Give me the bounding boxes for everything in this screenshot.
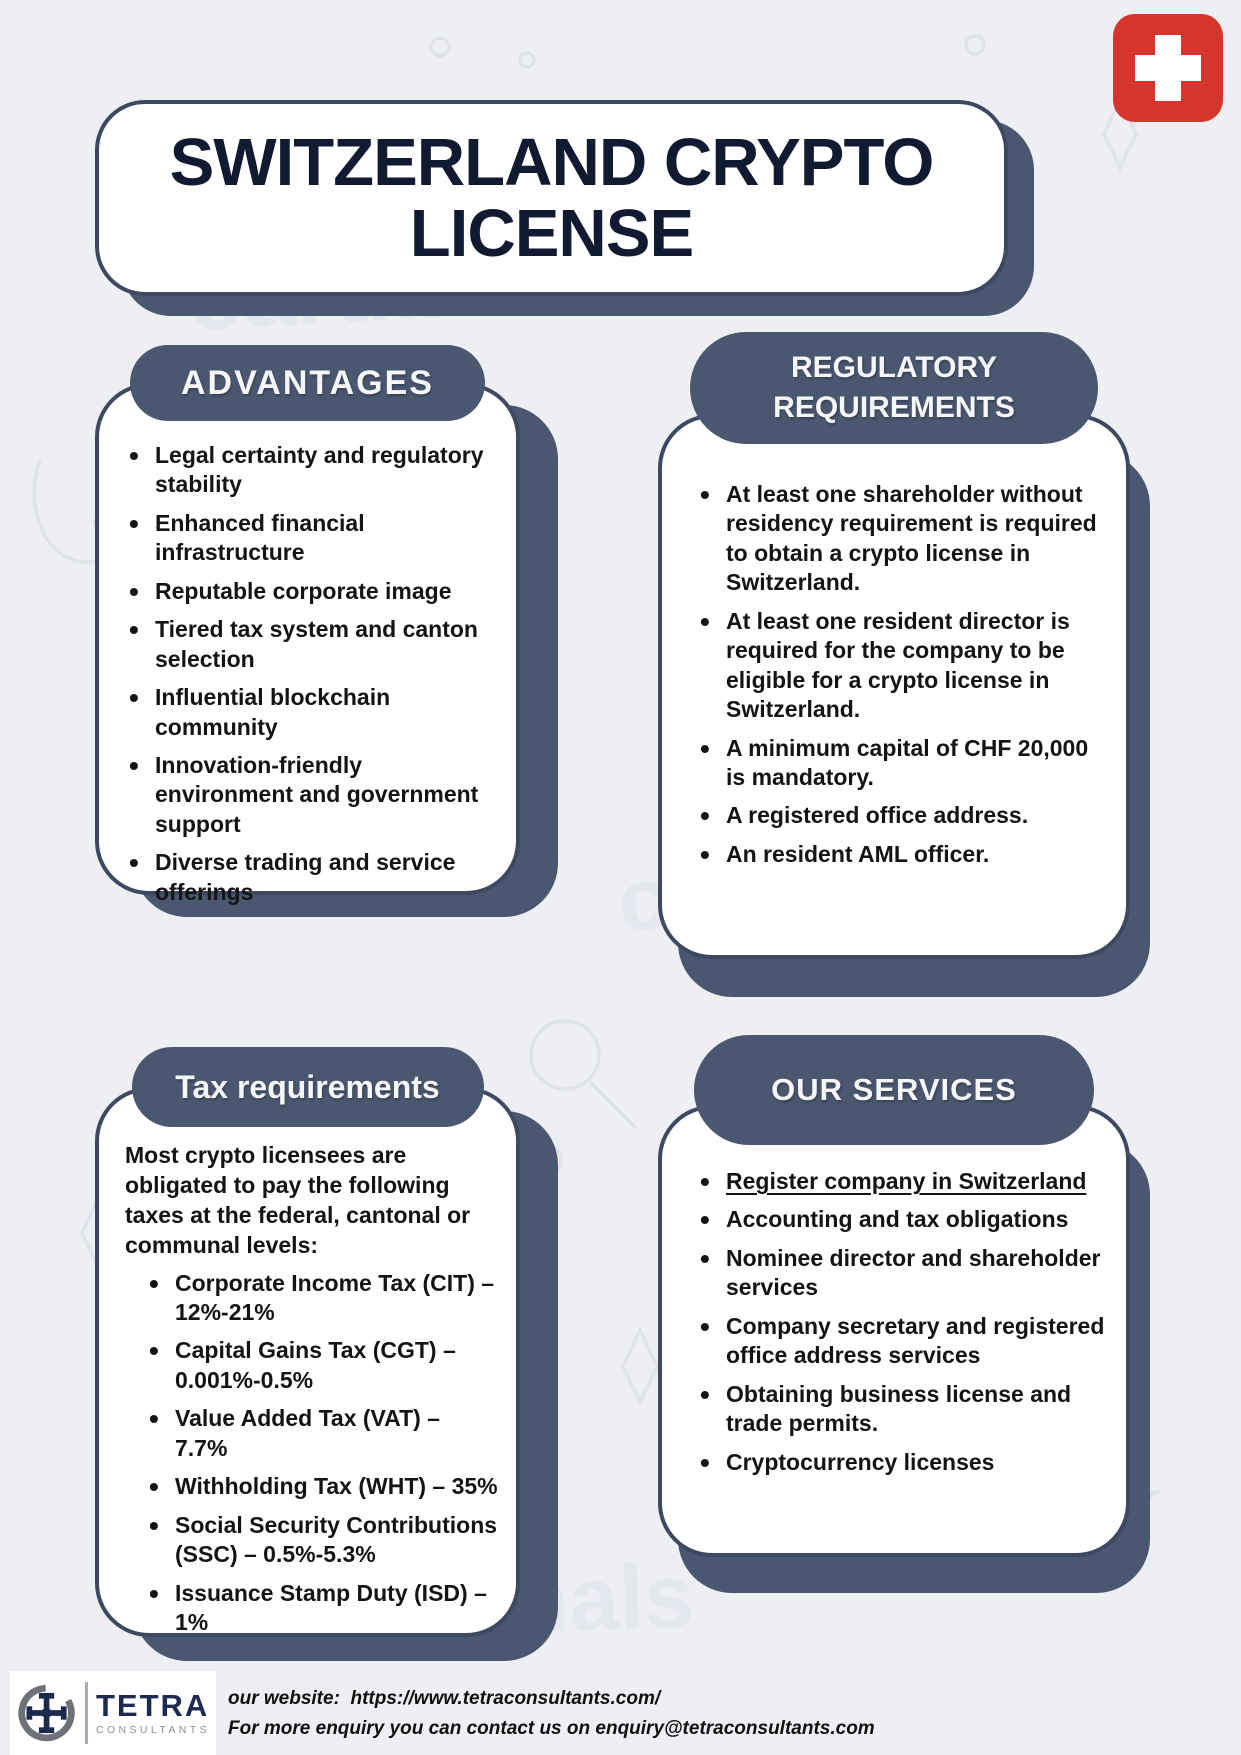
footer-contact: our website: https://www.tetraconsultant… [228, 1684, 875, 1745]
regulatory-header: REGULATORY REQUIREMENTS [690, 332, 1098, 444]
title-card: SWITZERLAND CRYPTO LICENSE [95, 100, 1008, 296]
tax-header: Tax requirements [131, 1047, 484, 1127]
list-item: At least one shareholder without residen… [692, 477, 1108, 598]
services-panel: Register company in Switzerland Accounti… [658, 1105, 1130, 1557]
website-link[interactable]: https://www.tetraconsultants.com/ [350, 1688, 661, 1709]
regulatory-list: At least one shareholder without residen… [692, 477, 1108, 873]
services-list: Register company in Switzerland Accounti… [692, 1164, 1106, 1481]
enquiry-line: For more enquiry you can contact us on e… [228, 1718, 875, 1740]
list-item: A minimum capital of CHF 20,000 is manda… [692, 731, 1108, 793]
list-item: Accounting and tax obligations [692, 1202, 1106, 1238]
list-item: Obtaining business license and trade per… [692, 1377, 1106, 1439]
swiss-flag-icon [1113, 14, 1223, 122]
list-item: A registered office address. [692, 798, 1108, 834]
regulatory-requirements-card: REGULATORY REQUIREMENTS At least one sha… [658, 332, 1130, 959]
list-item: Capital Gains Tax (CGT) – 0.001%-0.5% [139, 1333, 498, 1395]
list-item: Corporate Income Tax (CIT) – 12%-21% [139, 1266, 498, 1328]
list-item: Legal certainty and regulatory stability [121, 438, 502, 500]
tetra-logo-icon [18, 1684, 75, 1742]
list-item: Enhanced financial infrastructure [121, 506, 502, 568]
advantages-list: Legal certainty and regulatory stability… [121, 438, 502, 907]
tax-panel: Most crypto licensees are obligated to p… [95, 1087, 520, 1637]
logo-name: TETRA [95, 1688, 210, 1724]
advantages-card: ADVANTAGES Legal certainty and regulator… [95, 345, 520, 905]
list-item: An resident AML officer. [692, 837, 1108, 873]
logo-divider [85, 1682, 88, 1744]
register-company-link[interactable]: Register company in Switzerland [692, 1164, 1106, 1200]
flag-cross-horizontal [1135, 55, 1201, 81]
list-item: Social Security Contributions (SSC) – 0.… [139, 1508, 498, 1570]
list-item: Innovation-friendly environment and gove… [121, 748, 502, 839]
website-label: our website: [228, 1688, 340, 1709]
advantages-panel: Legal certainty and regulatory stability… [95, 383, 520, 905]
regulatory-panel: At least one shareholder without residen… [658, 414, 1130, 959]
advantages-header: ADVANTAGES [130, 345, 485, 421]
list-item: Diverse trading and service offerings [121, 845, 502, 907]
list-item: Withholding Tax (WHT) – 35% [139, 1469, 498, 1505]
tax-intro: Most crypto licensees are obligated to p… [125, 1142, 471, 1258]
list-item: Value Added Tax (VAT) – 7.7% [139, 1401, 498, 1463]
list-item: Influential blockchain community [121, 680, 502, 742]
list-item: Tiered tax system and canton selection [121, 612, 502, 674]
list-item: Company secretary and registered office … [692, 1309, 1106, 1371]
services-header: OUR SERVICES [694, 1035, 1094, 1145]
list-item: At least one resident director is requir… [692, 604, 1108, 725]
tax-list: Corporate Income Tax (CIT) – 12%-21% Cap… [125, 1266, 498, 1638]
list-item: Cryptocurrency licenses [692, 1444, 1106, 1480]
list-item: Nominee director and shareholder service… [692, 1241, 1106, 1303]
tetra-logo: TETRA CONSULTANTS [10, 1671, 216, 1755]
page-title: SWITZERLAND CRYPTO LICENSE [169, 124, 935, 271]
list-item: Reputable corporate image [121, 574, 502, 610]
tax-requirements-card: Tax requirements Most crypto licensees a… [95, 1047, 520, 1637]
logo-subtitle: CONSULTANTS [95, 1724, 210, 1737]
list-item: Issuance Stamp Duty (ISD) – 1% [139, 1576, 498, 1638]
our-services-card: OUR SERVICES Register company in Switzer… [658, 1035, 1130, 1557]
